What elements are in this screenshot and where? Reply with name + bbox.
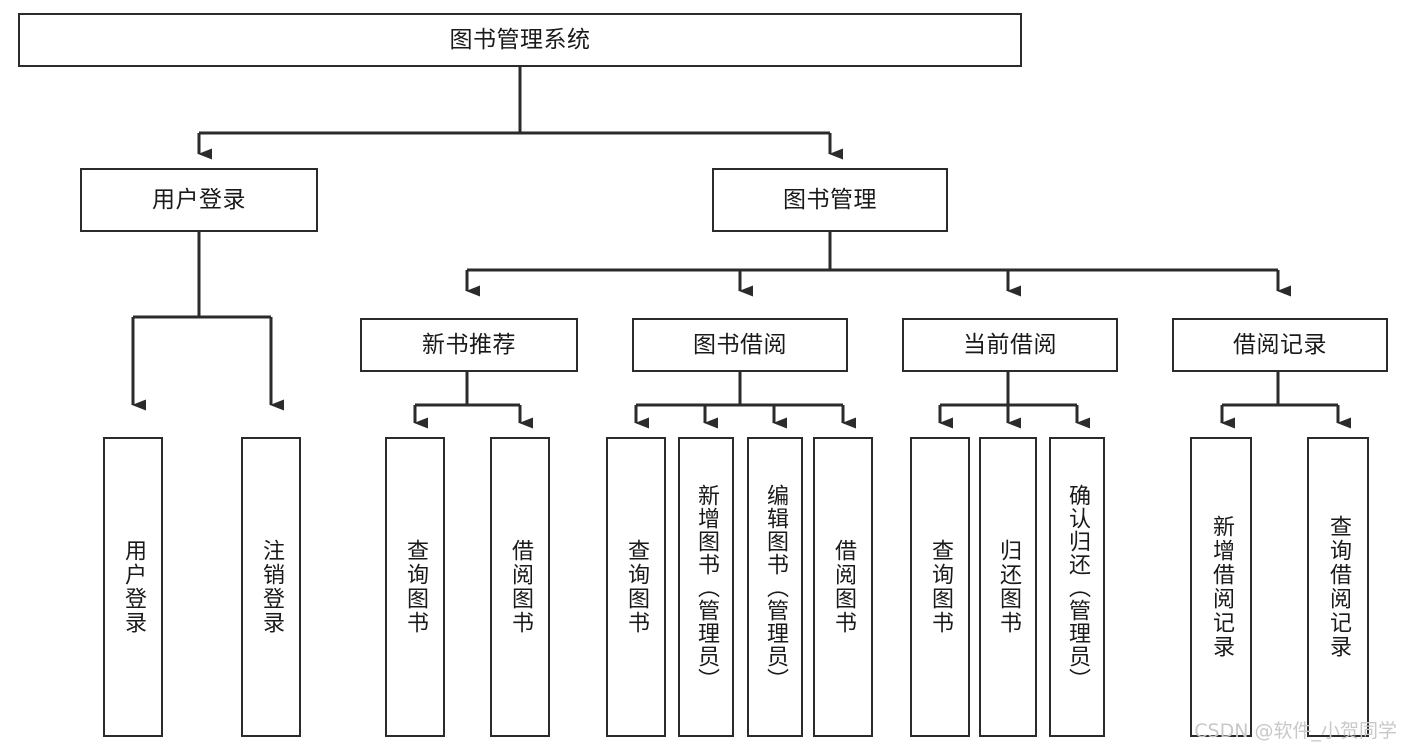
node-borrow-record[interactable]: 借阅记录 <box>1172 318 1388 372</box>
node-root-book-management-system[interactable]: 图书管理系统 <box>18 13 1022 67</box>
node-label: 用户登录 <box>120 539 146 635</box>
node-book-management[interactable]: 图书管理 <box>712 168 948 232</box>
node-leaf-confirm-return-admin[interactable]: 确认归还（管理员） <box>1049 437 1105 737</box>
node-leaf-user-login[interactable]: 用户登录 <box>103 437 163 737</box>
node-label: 确认归还（管理员） <box>1064 483 1090 691</box>
node-label: 用户登录 <box>152 186 246 213</box>
node-label: 新增借阅记录 <box>1208 515 1234 659</box>
node-leaf-logout-login[interactable]: 注销登录 <box>241 437 301 737</box>
node-user-login[interactable]: 用户登录 <box>80 168 318 232</box>
node-label: 归还图书 <box>995 539 1021 635</box>
node-label: 借阅图书 <box>507 539 533 635</box>
node-label: 当前借阅 <box>963 331 1057 358</box>
node-label: 查询借阅记录 <box>1325 515 1351 659</box>
node-leaf-query-book-current[interactable]: 查询图书 <box>910 437 970 737</box>
csdn-watermark: CSDN @软件_小贺同学 <box>1194 720 1397 742</box>
node-leaf-edit-book-admin[interactable]: 编辑图书（管理员） <box>747 437 803 737</box>
node-leaf-add-book-admin[interactable]: 新增图书（管理员） <box>678 437 734 737</box>
node-label: 图书管理系统 <box>449 26 591 53</box>
node-label: 查询图书 <box>623 539 649 635</box>
node-label: 借阅图书 <box>830 539 856 635</box>
node-leaf-query-book-recommend[interactable]: 查询图书 <box>385 437 445 737</box>
node-label: 图书借阅 <box>693 331 787 358</box>
node-label: 图书管理 <box>783 186 877 213</box>
node-label: 编辑图书（管理员） <box>762 483 788 691</box>
node-label: 查询图书 <box>402 539 428 635</box>
node-label: 新增图书（管理员） <box>693 483 719 691</box>
node-label: 借阅记录 <box>1233 331 1327 358</box>
node-leaf-add-borrow-record[interactable]: 新增借阅记录 <box>1190 437 1252 737</box>
node-book-borrow[interactable]: 图书借阅 <box>632 318 848 372</box>
node-leaf-borrow-book-borrow[interactable]: 借阅图书 <box>813 437 873 737</box>
node-leaf-query-book-borrow[interactable]: 查询图书 <box>606 437 666 737</box>
node-label: 查询图书 <box>927 539 953 635</box>
node-current-borrow[interactable]: 当前借阅 <box>902 318 1118 372</box>
node-leaf-borrow-book-recommend[interactable]: 借阅图书 <box>490 437 550 737</box>
node-label: 注销登录 <box>258 539 284 635</box>
node-leaf-return-book[interactable]: 归还图书 <box>979 437 1037 737</box>
node-new-book-recommend[interactable]: 新书推荐 <box>360 318 578 372</box>
node-label: 新书推荐 <box>422 331 516 358</box>
node-leaf-query-borrow-record[interactable]: 查询借阅记录 <box>1307 437 1369 737</box>
